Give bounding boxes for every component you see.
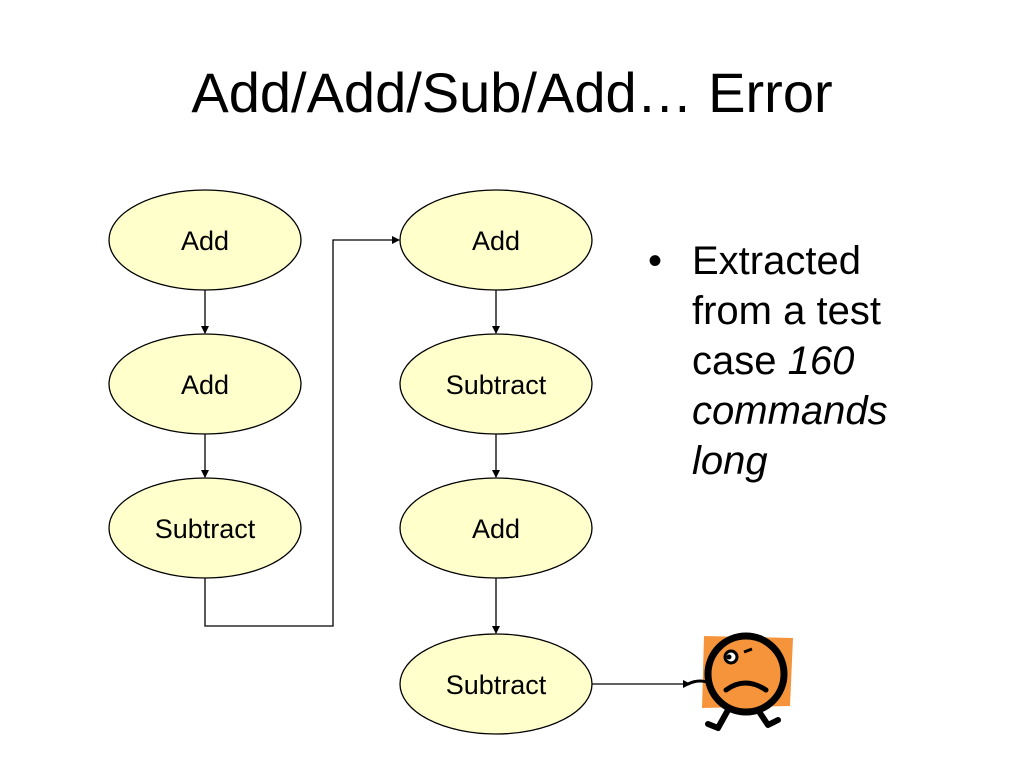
flow-node-c2n3: Add xyxy=(399,477,593,579)
slide-title: Add/Add/Sub/Add… Error xyxy=(191,61,833,124)
sad-face-icon xyxy=(687,632,793,731)
flow-connector-c1n3-c2n1 xyxy=(204,236,400,627)
node-label: Add xyxy=(472,514,520,544)
node-label: Subtract xyxy=(446,370,547,400)
node-label: Add xyxy=(181,226,229,256)
node-label: Add xyxy=(472,226,520,256)
node-label: Add xyxy=(181,370,229,400)
bullet-list: • Extracted from a test case 160 command… xyxy=(648,236,948,486)
bullet-text: Extracted from a test case xyxy=(692,239,881,383)
flow-node-c1n1: Add xyxy=(108,189,302,291)
bullet-text-italic: 160 commands long xyxy=(692,339,888,483)
bullet-item: • Extracted from a test case 160 command… xyxy=(648,236,948,486)
bullet-marker: • xyxy=(648,239,663,283)
flow-node-c2n2: Subtract xyxy=(399,333,593,435)
flow-node-c1n2: Add xyxy=(108,333,302,435)
flow-node-c2n1: Add xyxy=(399,189,593,291)
node-label: Subtract xyxy=(155,514,256,544)
flow-node-c2n4: Subtract xyxy=(399,633,593,735)
flow-node-c1n3: Subtract xyxy=(108,477,302,579)
node-label: Subtract xyxy=(446,670,547,700)
